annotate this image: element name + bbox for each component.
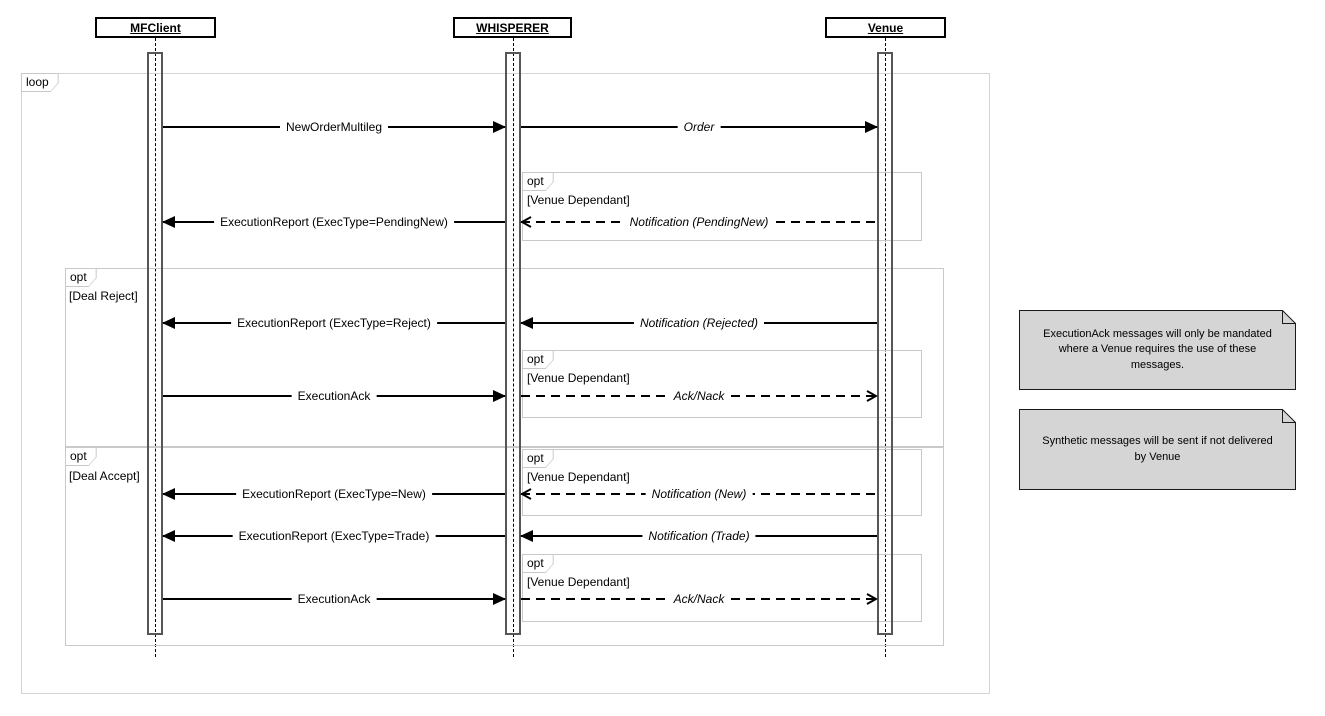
message-label: ExecutionReport (ExecType=Trade)	[232, 529, 436, 543]
fragment-operator-label: opt	[70, 270, 87, 284]
filled-arrowhead-icon	[520, 317, 533, 329]
fragment-tab-bg	[523, 555, 553, 572]
actor-label: Venue	[867, 20, 904, 35]
actor-label: WHISPERER	[476, 20, 549, 35]
fragment-tab-bg	[523, 351, 553, 368]
filled-arrowhead-icon	[162, 530, 175, 542]
message-execreport-pendingnew: ExecutionReport (ExecType=PendingNew)	[162, 215, 505, 229]
message-execreport-reject: ExecutionReport (ExecType=Reject)	[162, 316, 505, 330]
message-label: Ack/Nack	[667, 592, 731, 606]
activation-mfclient	[147, 52, 163, 635]
note-text: ExecutionAck messages will only be manda…	[1043, 327, 1272, 371]
fragment-operator-label: loop	[26, 75, 49, 89]
fragment-operator-label: opt	[527, 174, 544, 188]
filled-arrowhead-icon	[493, 121, 506, 133]
message-executionack-reject: ExecutionAck	[163, 389, 506, 403]
message-order: Order	[521, 120, 878, 134]
fragment-guard: [Venue Dependant]	[527, 193, 630, 207]
fragment-tab: opt	[522, 172, 554, 191]
actor-venue: Venue	[825, 17, 946, 38]
message-notification-rejected: Notification (Rejected)	[520, 316, 877, 330]
open-arrowhead-icon	[520, 216, 532, 228]
opt-fragment-deal-accept: opt	[65, 447, 944, 646]
note-shape	[1019, 409, 1296, 490]
activation-venue	[877, 52, 893, 635]
message-execreport-trade: ExecutionReport (ExecType=Trade)	[162, 529, 505, 543]
open-arrowhead-icon	[866, 593, 878, 605]
message-label: NewOrderMultileg	[279, 120, 389, 134]
fragment-tab: opt	[522, 449, 554, 468]
message-label: Order	[677, 120, 721, 134]
message-notification-trade: Notification (Trade)	[520, 529, 877, 543]
fragment-tab-bg	[66, 269, 96, 286]
opt-fragment-deal-reject: opt	[65, 268, 944, 447]
filled-arrowhead-icon	[162, 317, 175, 329]
message-label: Notification (Trade)	[642, 529, 756, 543]
fragment-tab: opt	[522, 554, 554, 573]
fragment-tab-bg	[22, 74, 58, 91]
filled-arrowhead-icon	[493, 593, 506, 605]
message-label: ExecutionReport (ExecType=PendingNew)	[214, 215, 454, 229]
opt-fragment-accept-notification: opt	[522, 449, 922, 516]
message-label: Notification (Rejected)	[633, 316, 765, 330]
message-label: ExecutionReport (ExecType=New)	[236, 487, 432, 501]
filled-arrowhead-icon	[493, 390, 506, 402]
fragment-tab: opt	[65, 447, 97, 466]
message-notification-pendingnew: Notification (PendingNew)	[520, 215, 877, 229]
note-shape	[1019, 310, 1296, 390]
message-executionack-accept: ExecutionAck	[163, 592, 506, 606]
message-acknack-reject: Ack/Nack	[521, 389, 878, 403]
lifeline-mfclient	[155, 38, 156, 657]
filled-arrowhead-icon	[865, 121, 878, 133]
fragment-operator-label: opt	[527, 451, 544, 465]
message-label: Ack/Nack	[667, 389, 731, 403]
open-arrowhead-icon	[520, 488, 532, 500]
note-executionack-mandated: ExecutionAck messages will only be manda…	[1019, 310, 1296, 390]
fragment-guard: [Venue Dependant]	[527, 470, 630, 484]
message-execreport-new: ExecutionReport (ExecType=New)	[162, 487, 505, 501]
filled-arrowhead-icon	[162, 216, 175, 228]
fragment-guard: [Deal Reject]	[69, 289, 138, 303]
actor-label: MFClient	[130, 20, 181, 35]
filled-arrowhead-icon	[520, 530, 533, 542]
message-label: ExecutionReport (ExecType=Reject)	[231, 316, 437, 330]
fragment-operator-label: opt	[70, 449, 87, 463]
fragment-tab: loop	[21, 73, 59, 92]
activation-whisperer	[505, 52, 521, 635]
message-label: ExecutionAck	[291, 592, 377, 606]
fragment-operator-label: opt	[527, 352, 544, 366]
fragment-guard: [Venue Dependant]	[527, 371, 630, 385]
note-text: Synthetic messages will be sent if not d…	[1042, 435, 1273, 463]
filled-arrowhead-icon	[162, 488, 175, 500]
note-synthetic-messages: Synthetic messages will be sent if not d…	[1019, 409, 1296, 490]
fragment-tab-bg	[66, 448, 96, 465]
message-label: Notification (PendingNew)	[623, 215, 775, 229]
message-label: Notification (New)	[645, 487, 753, 501]
message-new-order-multileg: NewOrderMultileg	[163, 120, 506, 134]
opt-fragment-pending-new: opt	[522, 172, 922, 241]
lifeline-venue	[885, 38, 886, 657]
actor-whisperer: WHISPERER	[453, 17, 572, 38]
fragment-operator-label: opt	[527, 556, 544, 570]
message-notification-new: Notification (New)	[520, 487, 877, 501]
open-arrowhead-icon	[866, 390, 878, 402]
message-label: ExecutionAck	[291, 389, 377, 403]
message-acknack-accept: Ack/Nack	[521, 592, 878, 606]
actor-mfclient: MFClient	[95, 17, 216, 38]
opt-fragment-accept-acknack: opt	[522, 554, 922, 622]
fragment-tab-bg	[523, 450, 553, 467]
opt-fragment-reject-acknack: opt	[522, 350, 922, 418]
fragment-guard: [Venue Dependant]	[527, 575, 630, 589]
fragment-tab: opt	[65, 268, 97, 287]
fragment-tab-bg	[523, 173, 553, 190]
lifeline-whisperer	[513, 38, 514, 657]
fragment-tab: opt	[522, 350, 554, 369]
fragment-guard: [Deal Accept]	[69, 469, 140, 483]
